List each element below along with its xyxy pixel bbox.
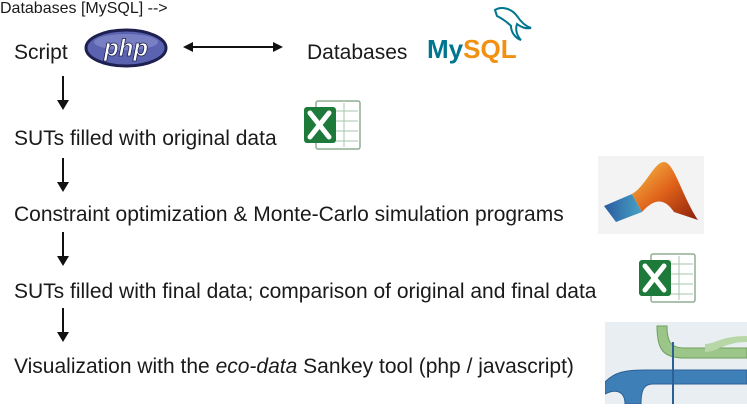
php-logo-text: php	[103, 35, 148, 62]
step-4-text: Visualization with the eco-data Sankey t…	[14, 356, 574, 377]
matlab-icon	[598, 156, 704, 234]
sankey-thumbnail	[604, 322, 747, 405]
double-arrow-icon	[183, 40, 283, 54]
excel-icon	[637, 248, 699, 308]
step-4-text-before: Visualization with the	[14, 355, 216, 378]
mysql-logo: MySQL	[425, 2, 540, 64]
php-logo: php	[84, 28, 168, 68]
step-3-text: SUTs filled with final data; comparison …	[14, 280, 597, 303]
script-label: Script	[14, 41, 68, 64]
down-arrow-icon	[57, 232, 69, 266]
step-2-text: Constraint optimization & Monte-Carlo si…	[14, 203, 564, 226]
mysql-logo-text: MySQL	[427, 34, 517, 64]
down-arrow-icon	[57, 308, 69, 342]
down-arrow-icon	[57, 76, 69, 110]
step-4-text-italic: eco-data	[215, 355, 298, 378]
databases-label: Databases	[307, 41, 408, 64]
step-4-text-after: Sankey tool (php / javascript)	[297, 355, 574, 378]
excel-icon	[302, 95, 364, 155]
step-1-text: SUTs filled with original data	[14, 127, 277, 150]
down-arrow-icon	[57, 158, 69, 192]
